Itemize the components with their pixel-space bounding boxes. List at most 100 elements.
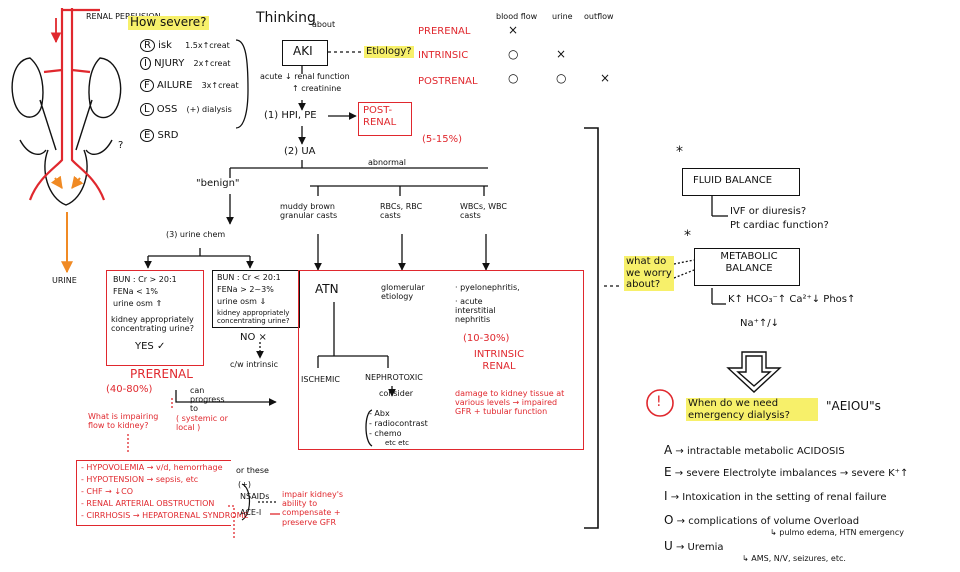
acute-renal-label: acute ↓ renal function bbox=[260, 72, 350, 81]
wbc-casts-label: WBCs, WBC casts bbox=[460, 202, 507, 221]
rifle-letter: L bbox=[140, 103, 154, 116]
aeiou-letter: A bbox=[664, 443, 673, 457]
criteria-answer-yes: YES ✓ bbox=[135, 341, 166, 352]
systemic-local-label: ( systemic or local ) bbox=[176, 414, 228, 433]
ivf-question: IVF or diuresis? bbox=[730, 206, 807, 217]
criteria-line: FENa > 2~3% bbox=[217, 285, 274, 294]
intrinsic-label: INTRINSIC RENAL bbox=[473, 349, 525, 372]
step-urine-chem: (3) urine chem bbox=[166, 230, 226, 239]
intrinsic-box: ATN glomerular etiology · pyelonephritis… bbox=[298, 270, 584, 450]
urine-label: URINE bbox=[52, 276, 77, 285]
etiology-cell: ○ bbox=[508, 47, 519, 61]
criteria-line: BUN : Cr < 20:1 bbox=[217, 273, 281, 282]
toxin-item: etc etc bbox=[385, 439, 410, 447]
aeiou-text: intractable metabolic ACIDOSIS bbox=[686, 446, 845, 457]
etiology-col-header: blood flow bbox=[496, 12, 538, 21]
cardiac-question: Pt cardiac function? bbox=[730, 220, 829, 231]
renal-perfusion-label: RENAL PERFUSION bbox=[86, 12, 161, 21]
criteria-answer-no: NO × bbox=[240, 332, 267, 343]
postrenal-box: POST-RENAL bbox=[358, 102, 412, 136]
rifle-item: F AILURE 3x↑creat bbox=[140, 79, 239, 92]
rifle-word: SRD bbox=[157, 130, 179, 141]
or-these-label: or these bbox=[236, 466, 269, 475]
aeiou-item: I → Intoxication in the setting of renal… bbox=[664, 489, 887, 503]
kidney-anatomy-drawing bbox=[11, 57, 122, 206]
metabolic-balance-box: METABOLIC BALANCE bbox=[694, 248, 800, 286]
criteria-question: kidney appropriately concentrating urine… bbox=[217, 309, 290, 326]
rbc-casts-label: RBCs, RBC casts bbox=[380, 202, 423, 221]
etiology-cell: ○ bbox=[508, 71, 519, 85]
prerenal-criteria-box: BUN : Cr > 20:1 FENa < 1% urine osm ⇑ ki… bbox=[106, 270, 204, 366]
step-ua: (2) UA bbox=[284, 146, 316, 157]
cause-item: - CHF → ↓CO bbox=[81, 487, 134, 496]
aeiou-text: severe Electrolyte imbalances → severe K… bbox=[686, 468, 909, 479]
etiology-label: Etiology? bbox=[364, 46, 414, 58]
aeiou-item: U → Uremia bbox=[664, 539, 724, 553]
etiology-cell: × bbox=[508, 23, 519, 37]
toxin-item: - Abx bbox=[369, 409, 390, 418]
prerenal-title: PRERENAL bbox=[130, 367, 193, 381]
prerenal-causes-box: - HYPOVOLEMIA → v/d, hemorrhage - HYPOTE… bbox=[76, 460, 249, 526]
aeiou-text: Intoxication in the setting of renal fai… bbox=[682, 492, 887, 503]
cause-item: - RENAL ARTERIAL OBSTRUCTION bbox=[81, 499, 215, 508]
prerenal-percent: (40-80%) bbox=[106, 384, 153, 395]
consider-label: consider bbox=[379, 389, 414, 398]
aeiou-label: "AEIOU"s bbox=[826, 399, 881, 413]
atn-label: ATN bbox=[315, 282, 339, 296]
step-hpi: (1) HPI, PE bbox=[264, 110, 317, 121]
exclamation-icon: ! bbox=[656, 394, 662, 410]
glomerular-label: glomerular etiology bbox=[381, 283, 425, 302]
rifle-word: isk bbox=[158, 40, 172, 51]
dialysis-question: When do we need emergency dialysis? bbox=[686, 398, 818, 421]
aki-box: AKI bbox=[282, 40, 328, 66]
rifle-word: NJURY bbox=[154, 58, 185, 69]
rifle-item: E SRD bbox=[140, 129, 179, 142]
how-severe-heading: How severe? bbox=[128, 15, 209, 30]
urine-flow-arrows bbox=[50, 175, 84, 274]
rifle-word: OSS bbox=[156, 104, 178, 115]
ain-label: · acute interstitial nephritis bbox=[455, 297, 496, 325]
intrinsic-percent: (10-30%) bbox=[463, 333, 510, 344]
aeiou-item: E → severe Electrolyte imbalances → seve… bbox=[664, 465, 909, 479]
abnormal-label: abnormal bbox=[368, 158, 407, 167]
cause-item: - CIRRHOSIS → HEPATORENAL SYNDROME bbox=[81, 511, 249, 520]
postrenal-percent: (5-15%) bbox=[422, 134, 462, 145]
cw-intrinsic-label: c/w intrinsic bbox=[230, 360, 278, 369]
rifle-letter: E bbox=[140, 129, 155, 142]
rifle-item: I NJURY 2x↑creat bbox=[140, 57, 231, 70]
aorta-drawing bbox=[28, 8, 106, 201]
fluid-balance-box: FLUID BALANCE bbox=[682, 168, 800, 196]
about-label: about bbox=[312, 20, 336, 29]
rifle-item: R isk 1.5x↑creat bbox=[140, 39, 230, 52]
aki-label: AKI bbox=[293, 44, 313, 58]
prerenal-question: What is impairing flow to kidney? bbox=[88, 412, 159, 431]
criteria-question: kidney appropriately concentrating urine… bbox=[111, 315, 194, 334]
down-block-arrow bbox=[726, 351, 782, 393]
toxin-item: - chemo bbox=[369, 429, 402, 438]
aeiou-sub: ↳ AMS, N/V, seizures, etc. bbox=[742, 554, 846, 563]
nsaids-label: NSAIDs bbox=[240, 492, 270, 501]
postrenal-label: POST-RENAL bbox=[363, 105, 397, 128]
plus-label: (+) bbox=[238, 480, 251, 489]
rifle-letter: F bbox=[140, 79, 154, 92]
rifle-note: 3x↑creat bbox=[201, 81, 239, 90]
etiology-cell: ○ bbox=[556, 71, 567, 85]
criteria-line: urine osm ⇑ bbox=[113, 299, 163, 308]
rifle-letter: R bbox=[140, 39, 155, 52]
rifle-note: 1.5x↑creat bbox=[185, 41, 230, 50]
aeiou-text: Uremia bbox=[687, 542, 724, 553]
rifle-brace bbox=[235, 39, 249, 129]
anatomy-question-mark: ? bbox=[118, 140, 124, 151]
pyelo-label: · pyelonephritis, bbox=[455, 283, 520, 292]
rifle-word: AILURE bbox=[156, 80, 193, 91]
aeiou-text: complications of volume Overload bbox=[688, 516, 860, 527]
cause-item: - HYPOTENSION → sepsis, etc bbox=[81, 475, 199, 484]
rifle-note: 2x↑creat bbox=[193, 59, 231, 68]
etiology-cell: × bbox=[600, 71, 611, 85]
electrolytes-line: K↑ HCO₃⁻↑ Ca²⁺↓ Phos↑ bbox=[728, 294, 856, 305]
cause-item: - HYPOVOLEMIA → v/d, hemorrhage bbox=[81, 463, 223, 472]
toxin-item: - radiocontrast bbox=[369, 419, 428, 428]
intrinsic-damage-note: damage to kidney tissue at various level… bbox=[455, 389, 565, 417]
acei-label: ACE-I bbox=[240, 508, 262, 517]
